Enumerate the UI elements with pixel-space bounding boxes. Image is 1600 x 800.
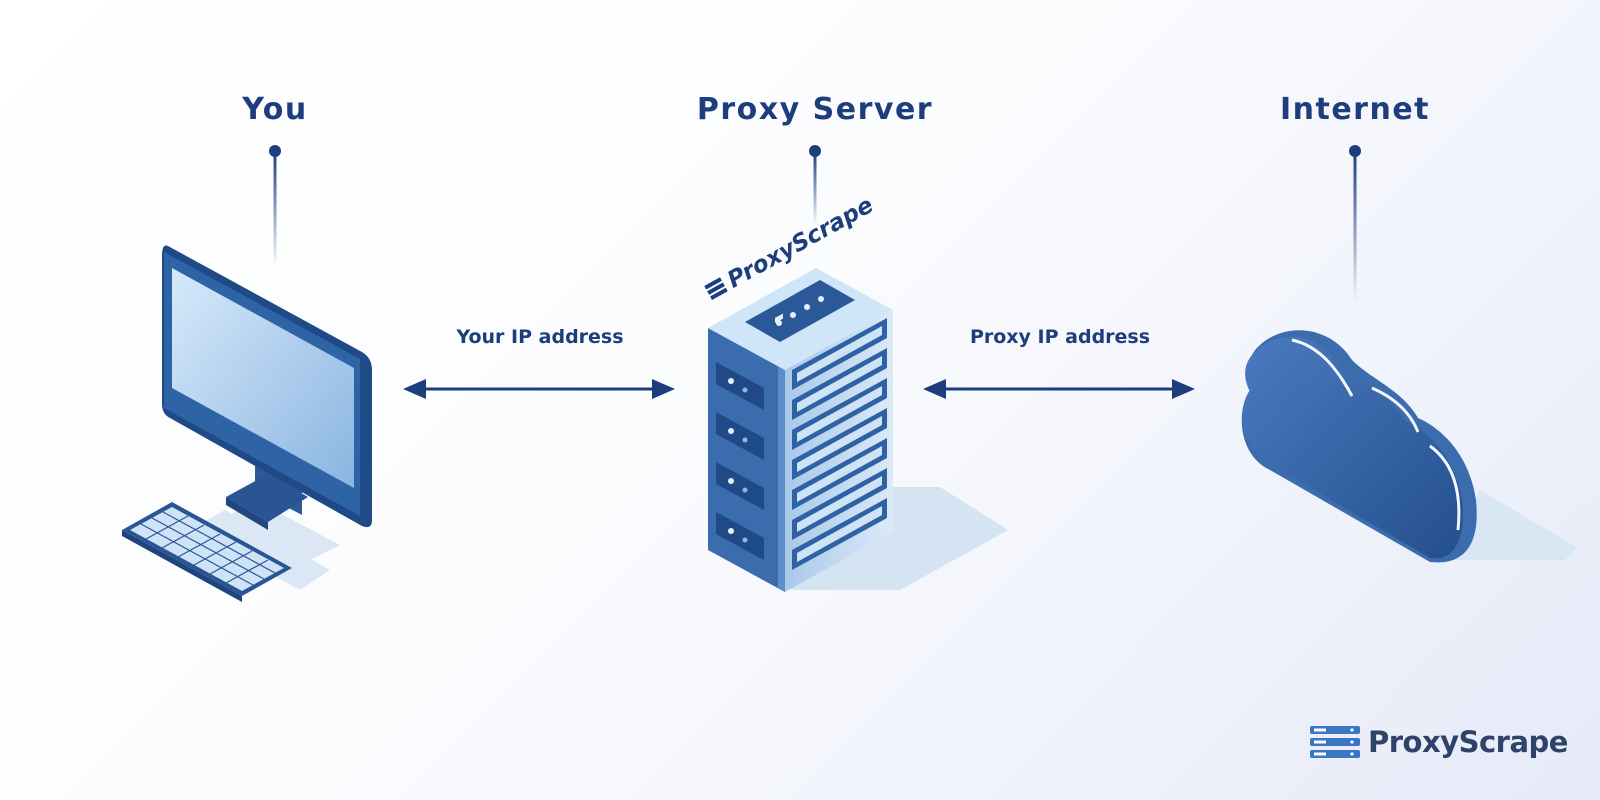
arrow-proxy-internet	[923, 379, 1195, 399]
edge-label-proxy-ip: Proxy IP address	[969, 326, 1151, 348]
edge-label-your-ip: Your IP address	[456, 326, 624, 348]
node-title-you: You	[242, 92, 308, 127]
brand-logo: ProxyScrape	[1310, 724, 1568, 760]
arrow-you-proxy	[403, 379, 675, 399]
cloud-icon	[1241, 330, 1578, 563]
node-title-proxy-server: Proxy Server	[696, 92, 934, 127]
server-rack-icon: ProxyScrape	[704, 192, 1008, 592]
leader-you	[269, 145, 281, 267]
desktop-computer-icon	[122, 245, 372, 602]
brand-name: ProxyScrape	[1368, 725, 1568, 759]
leader-internet	[1349, 145, 1361, 303]
node-title-internet: Internet	[1279, 92, 1431, 127]
leader-proxy-server	[809, 145, 821, 226]
proxyscrape-logo-icon	[1310, 726, 1360, 758]
